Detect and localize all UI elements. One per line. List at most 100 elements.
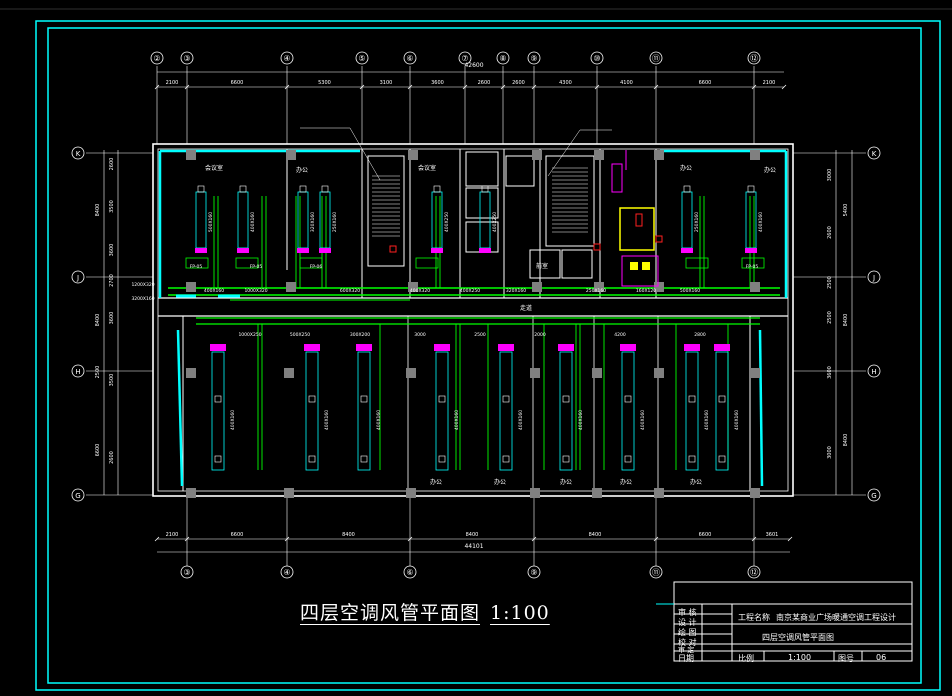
- dim-tick: [594, 84, 600, 90]
- diffuser-x: [308, 455, 316, 463]
- duct-diffuser-lower: [357, 351, 371, 471]
- axis-bubble-bottom: [649, 565, 663, 579]
- column: [408, 282, 418, 292]
- column: [594, 282, 604, 292]
- fcu-box: [741, 257, 765, 269]
- dim-text-right: 3000: [827, 169, 833, 182]
- room-label-office-8: 办公: [690, 478, 702, 486]
- column: [750, 282, 760, 292]
- duct-size-label: 1000X320: [244, 288, 267, 294]
- dim-text-left: 3600: [109, 312, 115, 325]
- branch-size-label: 320X160: [310, 212, 316, 232]
- axis-bubble-label: ⑫: [750, 568, 758, 577]
- duct-diffuser-lower: [685, 351, 699, 471]
- room-label-office-1: 办公: [296, 166, 308, 174]
- tb-number-value: 06: [876, 653, 887, 662]
- dim-text-bottom: 8400: [342, 532, 355, 538]
- axis-bubble-label: G: [75, 492, 80, 500]
- lower-branch-label: 400X160: [230, 410, 236, 430]
- dim-tick: [751, 536, 757, 542]
- diffuser-x: [688, 395, 696, 403]
- axis-bubble-top: [355, 51, 369, 65]
- duct-size-label: 320X160: [506, 288, 526, 294]
- title-block: [656, 581, 913, 662]
- dim-text-top: 3600: [431, 80, 444, 86]
- diffuser-head: [481, 185, 489, 193]
- fcu-box: [685, 257, 709, 269]
- diffuser-head: [321, 185, 329, 193]
- diffuser-outlet: [319, 248, 331, 253]
- branch-size-label: 250X160: [694, 212, 700, 232]
- diffuser-x: [502, 395, 510, 403]
- spacing-label: 2000: [534, 332, 546, 338]
- diffuser-head: [239, 185, 247, 193]
- dim-text-left-total: 6600: [95, 444, 101, 457]
- diffuser-x: [438, 395, 446, 403]
- axis-bubble-label: ⑦: [461, 54, 468, 63]
- column: [592, 368, 602, 378]
- diffuser-x: [562, 455, 570, 463]
- lower-branch-label: 400X160: [376, 410, 382, 430]
- duct-size-label: 400X160: [204, 288, 224, 294]
- axis-bubble-label: ⑪: [652, 568, 660, 577]
- fcu-box: [299, 257, 323, 269]
- drawing-title-text: 四层空调风管平面图: [300, 602, 481, 624]
- tb-scale-value: 1:100: [788, 653, 812, 662]
- dim-tick: [462, 84, 468, 90]
- dim-tick: [751, 84, 757, 90]
- axis-bubble-label: ④: [283, 54, 290, 63]
- room-label-office-3: 办公: [764, 166, 776, 174]
- dim-text-top: 4300: [559, 80, 572, 86]
- dim-text-left: 3500: [109, 200, 115, 213]
- axis-bubble-top: [150, 51, 164, 65]
- column: [406, 368, 416, 378]
- duct-diffuser-upper: [479, 191, 491, 249]
- axis-bubble-bottom: [527, 565, 541, 579]
- diffuser-inlet: [210, 344, 226, 351]
- leader-line: [547, 129, 581, 177]
- axis-bubble-label: ⑨: [530, 54, 537, 63]
- axis-bubble-label: H: [871, 368, 876, 376]
- diffuser-head: [683, 185, 691, 193]
- column: [284, 368, 294, 378]
- axis-bubble-bottom: [747, 565, 761, 579]
- column: [654, 282, 664, 292]
- duct-diffuser-upper: [745, 191, 757, 249]
- branch-size-label: 250X160: [332, 212, 338, 232]
- axis-bubble-label: ⑫: [750, 54, 758, 63]
- axis-bubble-left: [71, 146, 85, 160]
- branch-size-label: 400X250: [492, 212, 498, 232]
- tb-row-review: 审 核: [678, 608, 697, 617]
- dim-text-right: 2500: [827, 311, 833, 324]
- cut-marker: [593, 243, 601, 251]
- axis-bubble-label: J: [76, 274, 79, 282]
- axis-bubble-label: ④: [283, 568, 290, 577]
- diffuser-head: [433, 185, 441, 193]
- duct-diffuser-upper: [431, 191, 443, 249]
- column: [286, 282, 296, 292]
- diffuser-x: [308, 395, 316, 403]
- diffuser-outlet: [745, 248, 757, 253]
- diffuser-outlet: [297, 248, 309, 253]
- dim-text-bottom: 6600: [231, 532, 244, 538]
- axis-bubble-left: [71, 488, 85, 502]
- branch-size-label: 400X160: [250, 212, 256, 232]
- fcu-box: [235, 257, 259, 269]
- axis-bubble-top: [403, 51, 417, 65]
- dim-text-top: 4100: [620, 80, 633, 86]
- diffuser-head: [299, 185, 307, 193]
- column: [530, 368, 540, 378]
- duct-size-label: 500X160: [680, 288, 700, 294]
- dim-text-left: 2600: [109, 451, 115, 464]
- duct-size-label: 3200X160: [131, 296, 154, 302]
- column: [530, 488, 540, 498]
- axis-bubble-label: G: [871, 492, 876, 500]
- dim-text-top: 2600: [478, 80, 491, 86]
- unit-label: FP-06: [310, 264, 323, 270]
- axis-bubble-label: ⑩: [593, 54, 600, 63]
- column: [532, 150, 542, 160]
- tb-drawing-name: 四层空调风管平面图: [762, 633, 834, 642]
- duct-diffuser-lower: [435, 351, 449, 471]
- dim-text-left: 3600: [109, 244, 115, 257]
- diffuser-outlet: [431, 248, 443, 253]
